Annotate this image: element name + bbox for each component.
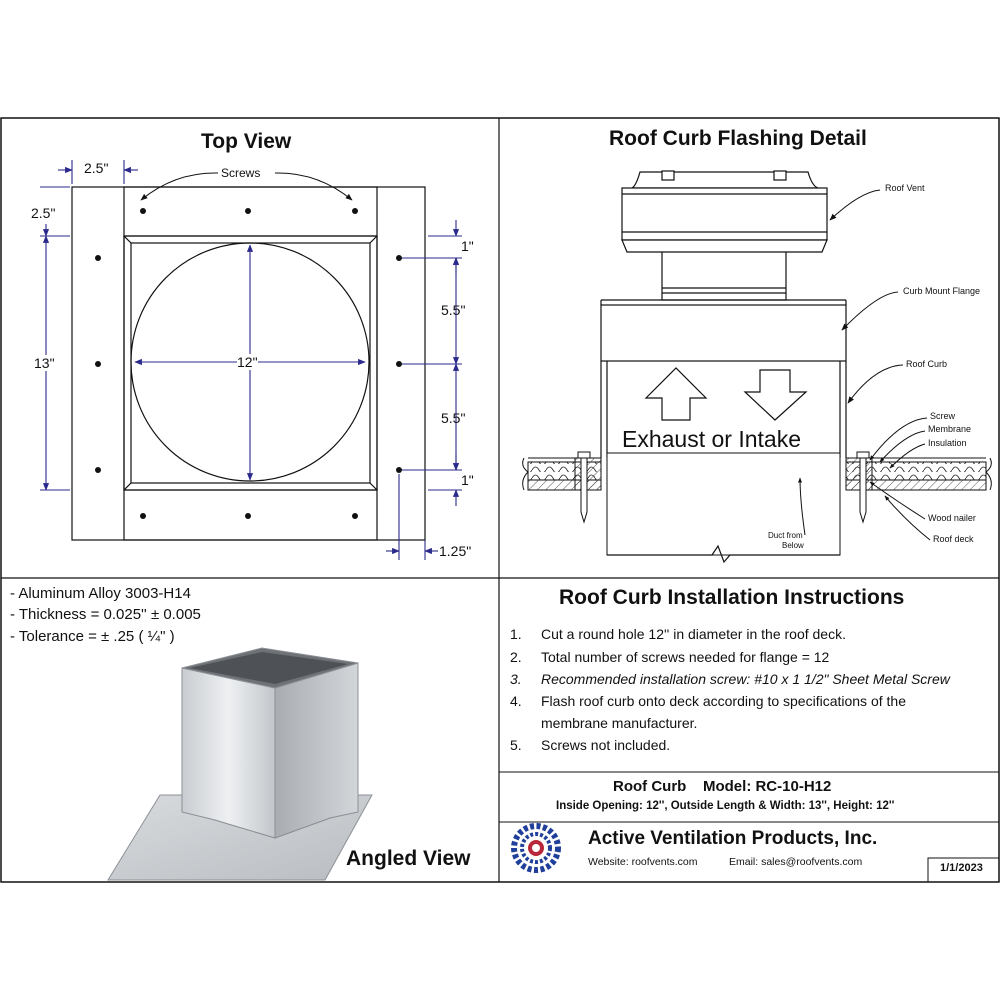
roof-deck-layers: [527, 361, 987, 564]
wood-nailer-right: [845, 457, 873, 491]
callout-roof-vent: Roof Vent: [885, 183, 925, 193]
dim-right-5-5-bottom: 5.5": [441, 410, 466, 426]
dimensions-line: Inside Opening: 12'', Outside Length & W…: [556, 800, 895, 812]
instructions-title: Roof Curb Installation Instructions: [559, 586, 905, 609]
break-marks: [522, 457, 992, 491]
dim-top-height: 2.5": [31, 205, 56, 221]
callout-membrane: Membrane: [928, 424, 972, 434]
vent-cap-top: [631, 171, 819, 189]
spec-thickness: - Thickness = 0.025'' ± 0.005: [10, 606, 201, 623]
callout-wood-nailer: Wood nailer: [928, 513, 976, 523]
instruction-step-4: 4.Flash roof curb onto deck according to…: [510, 693, 906, 709]
instruction-step-4-cont: membrane manufacturer.: [541, 715, 698, 731]
dim-right-1-top: 1": [461, 238, 474, 254]
company-website: Website: roofvents.com: [588, 856, 698, 868]
dim-right-1-bottom: 1": [461, 472, 474, 488]
roof-vent-drawing: [621, 170, 828, 301]
sheet-frame: [0, 117, 1000, 883]
callout-roof-deck: Roof deck: [933, 534, 974, 544]
angled-view-render: [107, 647, 373, 881]
exhaust-up-arrow: [644, 367, 708, 421]
callout-screw: Screw: [930, 411, 956, 421]
instruction-step-3: 3.Recommended installation screw: #10 x …: [510, 671, 950, 687]
drawing-date: 1/1/2023: [940, 862, 983, 874]
spec-tolerance: - Tolerance = ± .25 ( ¼" ): [10, 628, 175, 645]
callout-duct-line2: Below: [782, 541, 804, 550]
callout-insulation: Insulation: [928, 438, 967, 448]
spec-alloy: - Aluminum Alloy 3003-H14: [10, 585, 191, 602]
wood-nailer-left: [574, 457, 602, 491]
intake-down-arrow: [743, 369, 808, 421]
screws-callout-lines: [140, 172, 353, 201]
model-line: Roof Curb Model: RC-10-H12: [613, 778, 832, 795]
angled-view-label: Angled View: [346, 847, 471, 870]
top-view-drawing: [71, 186, 426, 541]
screw-holes: [95, 208, 402, 519]
flashing-callout-leaders: [798, 189, 931, 541]
screws-label: Screws: [221, 166, 261, 180]
instruction-step-1: 1.Cut a round hole 12'' in diameter in t…: [510, 626, 846, 642]
exhaust-intake-label: Exhaust or Intake: [622, 426, 801, 452]
screws-detail: [577, 451, 870, 524]
duct-hole-circle: [130, 242, 370, 482]
callout-duct-line1: Duct from: [768, 531, 803, 540]
dim-left-13: 13": [34, 355, 55, 371]
company-email: Email: sales@roofvents.com: [729, 856, 863, 868]
flashing-detail-title: Roof Curb Flashing Detail: [609, 127, 867, 150]
instruction-step-2: 2.Total number of screws needed for flan…: [510, 649, 830, 665]
company-logo: [511, 823, 561, 873]
dim-diameter-12: 12": [237, 354, 258, 370]
top-view-title: Top View: [201, 130, 292, 153]
dim-top-width: 2.5": [84, 160, 109, 176]
dim-right-5-5-top: 5.5": [441, 302, 466, 318]
callout-curb-mount-flange: Curb Mount Flange: [903, 286, 981, 296]
curb-mount-flange: [600, 304, 847, 362]
company-name: Active Ventilation Products, Inc.: [588, 828, 878, 849]
duct-section: [606, 452, 841, 556]
roof-curb-drawing: [600, 299, 847, 458]
vent-cap-body: [621, 187, 828, 241]
callout-roof-curb: Roof Curb: [906, 359, 948, 369]
instruction-step-5: 5.Screws not included.: [510, 737, 671, 753]
dim-bottom-1-25: 1.25": [439, 543, 472, 559]
